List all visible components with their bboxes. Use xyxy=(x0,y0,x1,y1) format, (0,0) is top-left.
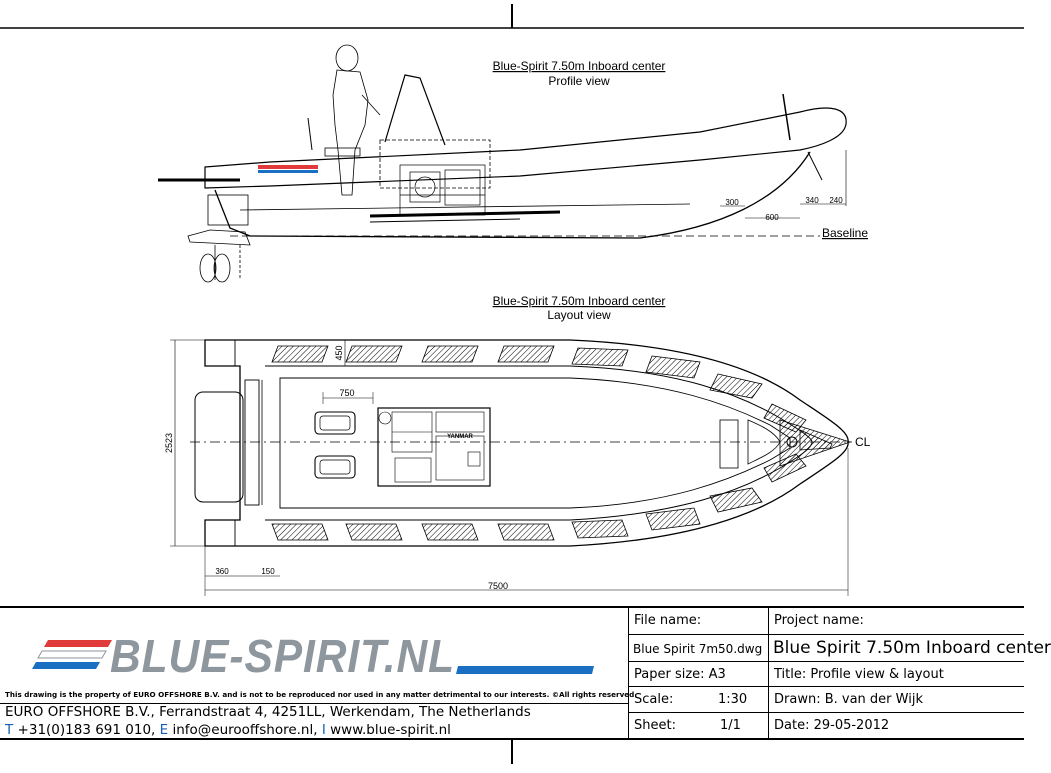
strake xyxy=(369,210,561,218)
tube-cone-top xyxy=(204,339,236,367)
title-block: BLUE-SPIRIT.NL This drawing is the prope… xyxy=(0,606,1051,740)
dim-width: 2523 xyxy=(164,433,174,453)
strake-2 xyxy=(369,218,521,223)
tb-divider-2 xyxy=(768,608,769,738)
transom-platform xyxy=(194,391,244,503)
drawing-sheet: Blue-Spirit 7.50m Inboard center Profile… xyxy=(0,4,1024,764)
profile-title: Blue-Spirit 7.50m Inboard center xyxy=(493,59,666,73)
bow-hatch xyxy=(779,419,852,467)
seat-profile xyxy=(324,147,361,157)
dim-300: 300 xyxy=(725,198,739,207)
drawing-canvas: Blue-Spirit 7.50m Inboard center Profile… xyxy=(0,4,1024,764)
engine-top xyxy=(378,411,485,483)
layout-title: Blue-Spirit 7.50m Inboard center xyxy=(493,294,666,308)
engine-block xyxy=(399,164,486,216)
seat-1-cushion xyxy=(319,415,351,431)
disclaimer: This drawing is the property of EURO OFF… xyxy=(5,690,638,699)
seat-backrest xyxy=(307,117,313,151)
tb-hline-2 xyxy=(628,661,1024,662)
tb-hline-3 xyxy=(628,686,1024,687)
transom-bar xyxy=(244,379,260,506)
sheet-value: 1/1 xyxy=(720,718,741,733)
console-layout xyxy=(377,407,491,487)
dim-tube: 450 xyxy=(334,345,344,360)
tb-divider-1 xyxy=(628,608,629,738)
profile-view: Blue-Spirit 7.50m Inboard center Profile… xyxy=(158,44,868,283)
anchor-locker xyxy=(719,419,739,469)
engine-badge: YANMAR xyxy=(447,434,473,440)
tube-outline-top xyxy=(204,339,849,547)
email-letter: E xyxy=(159,722,169,738)
website: www.blue-spirit.nl xyxy=(330,722,451,738)
dim-340: 340 xyxy=(805,196,819,205)
logo-text: BLUE-SPIRIT.NL xyxy=(110,630,455,682)
grip-pads-bottom xyxy=(271,453,807,541)
drawing-date: Date: 29-05-2012 xyxy=(774,718,890,733)
layout-subtitle: Layout view xyxy=(547,308,611,322)
layout-view: Blue-Spirit 7.50m Inboard center Layout … xyxy=(164,294,871,596)
baseline-label: Baseline xyxy=(822,226,868,240)
hull-bottom xyxy=(214,151,811,239)
company-contact: T +31(0)183 691 010, E info@eurooffshore… xyxy=(5,722,451,738)
tb-hline-1 xyxy=(628,634,1024,635)
console-windshield xyxy=(384,74,446,146)
profile-subtitle: Profile view xyxy=(548,74,610,88)
bow-line xyxy=(807,151,823,181)
tube-outline xyxy=(204,107,847,189)
deck-outline xyxy=(279,377,791,509)
phone-letter: T xyxy=(5,722,14,738)
dim-length: 7500 xyxy=(488,581,508,591)
hull-stripe-blue xyxy=(258,170,318,173)
logo-stripe-red-1 xyxy=(44,640,112,647)
hull-stripe-red xyxy=(258,165,318,169)
outdrive xyxy=(187,194,251,283)
dim-600: 600 xyxy=(765,213,779,222)
seat-1 xyxy=(314,411,356,435)
project-label: Project name: xyxy=(774,613,864,628)
dim-360: 360 xyxy=(215,567,229,576)
chine-line xyxy=(239,203,691,211)
bow-post xyxy=(782,93,791,141)
file-name-label: File name: xyxy=(634,613,702,628)
seat-2 xyxy=(314,455,356,479)
file-name: Blue Spirit 7m50.dwg xyxy=(633,642,763,656)
scale-label: Scale: xyxy=(634,692,674,707)
seat-2-cushion xyxy=(319,459,351,475)
dim-seat: 750 xyxy=(339,388,354,398)
tb-hline-4 xyxy=(628,712,1024,713)
drawn-by: Drawn: B. van der Wijk xyxy=(774,692,923,707)
tb-hline-left xyxy=(0,703,628,704)
blue-spirit-logo: BLUE-SPIRIT.NL xyxy=(32,630,594,682)
logo-stripe-white xyxy=(37,650,107,659)
logo-stripe-blue-1 xyxy=(32,662,100,669)
grip-pads-top xyxy=(271,345,833,451)
paper-size: Paper size: A3 xyxy=(634,667,726,682)
person-figure xyxy=(332,44,381,196)
sheet-label: Sheet: xyxy=(634,718,676,733)
scale-value: 1:30 xyxy=(718,692,748,707)
company-address: EURO OFFSHORE B.V., Ferrandstraat 4, 425… xyxy=(5,704,531,720)
dim-240: 240 xyxy=(829,196,843,205)
dim-150: 150 xyxy=(261,567,275,576)
drawing-title: Title: Profile view & layout xyxy=(774,667,944,682)
phone: +31(0)183 691 010, xyxy=(17,722,156,738)
cl-label: CL xyxy=(855,435,871,449)
email: info@eurooffshore.nl, xyxy=(172,722,318,738)
web-letter: I xyxy=(321,722,326,738)
tube-cone-bottom xyxy=(204,519,236,547)
project-name: Blue Spirit 7.50m Inboard center xyxy=(773,638,1051,658)
logo-stripe-blue-2 xyxy=(456,666,594,674)
